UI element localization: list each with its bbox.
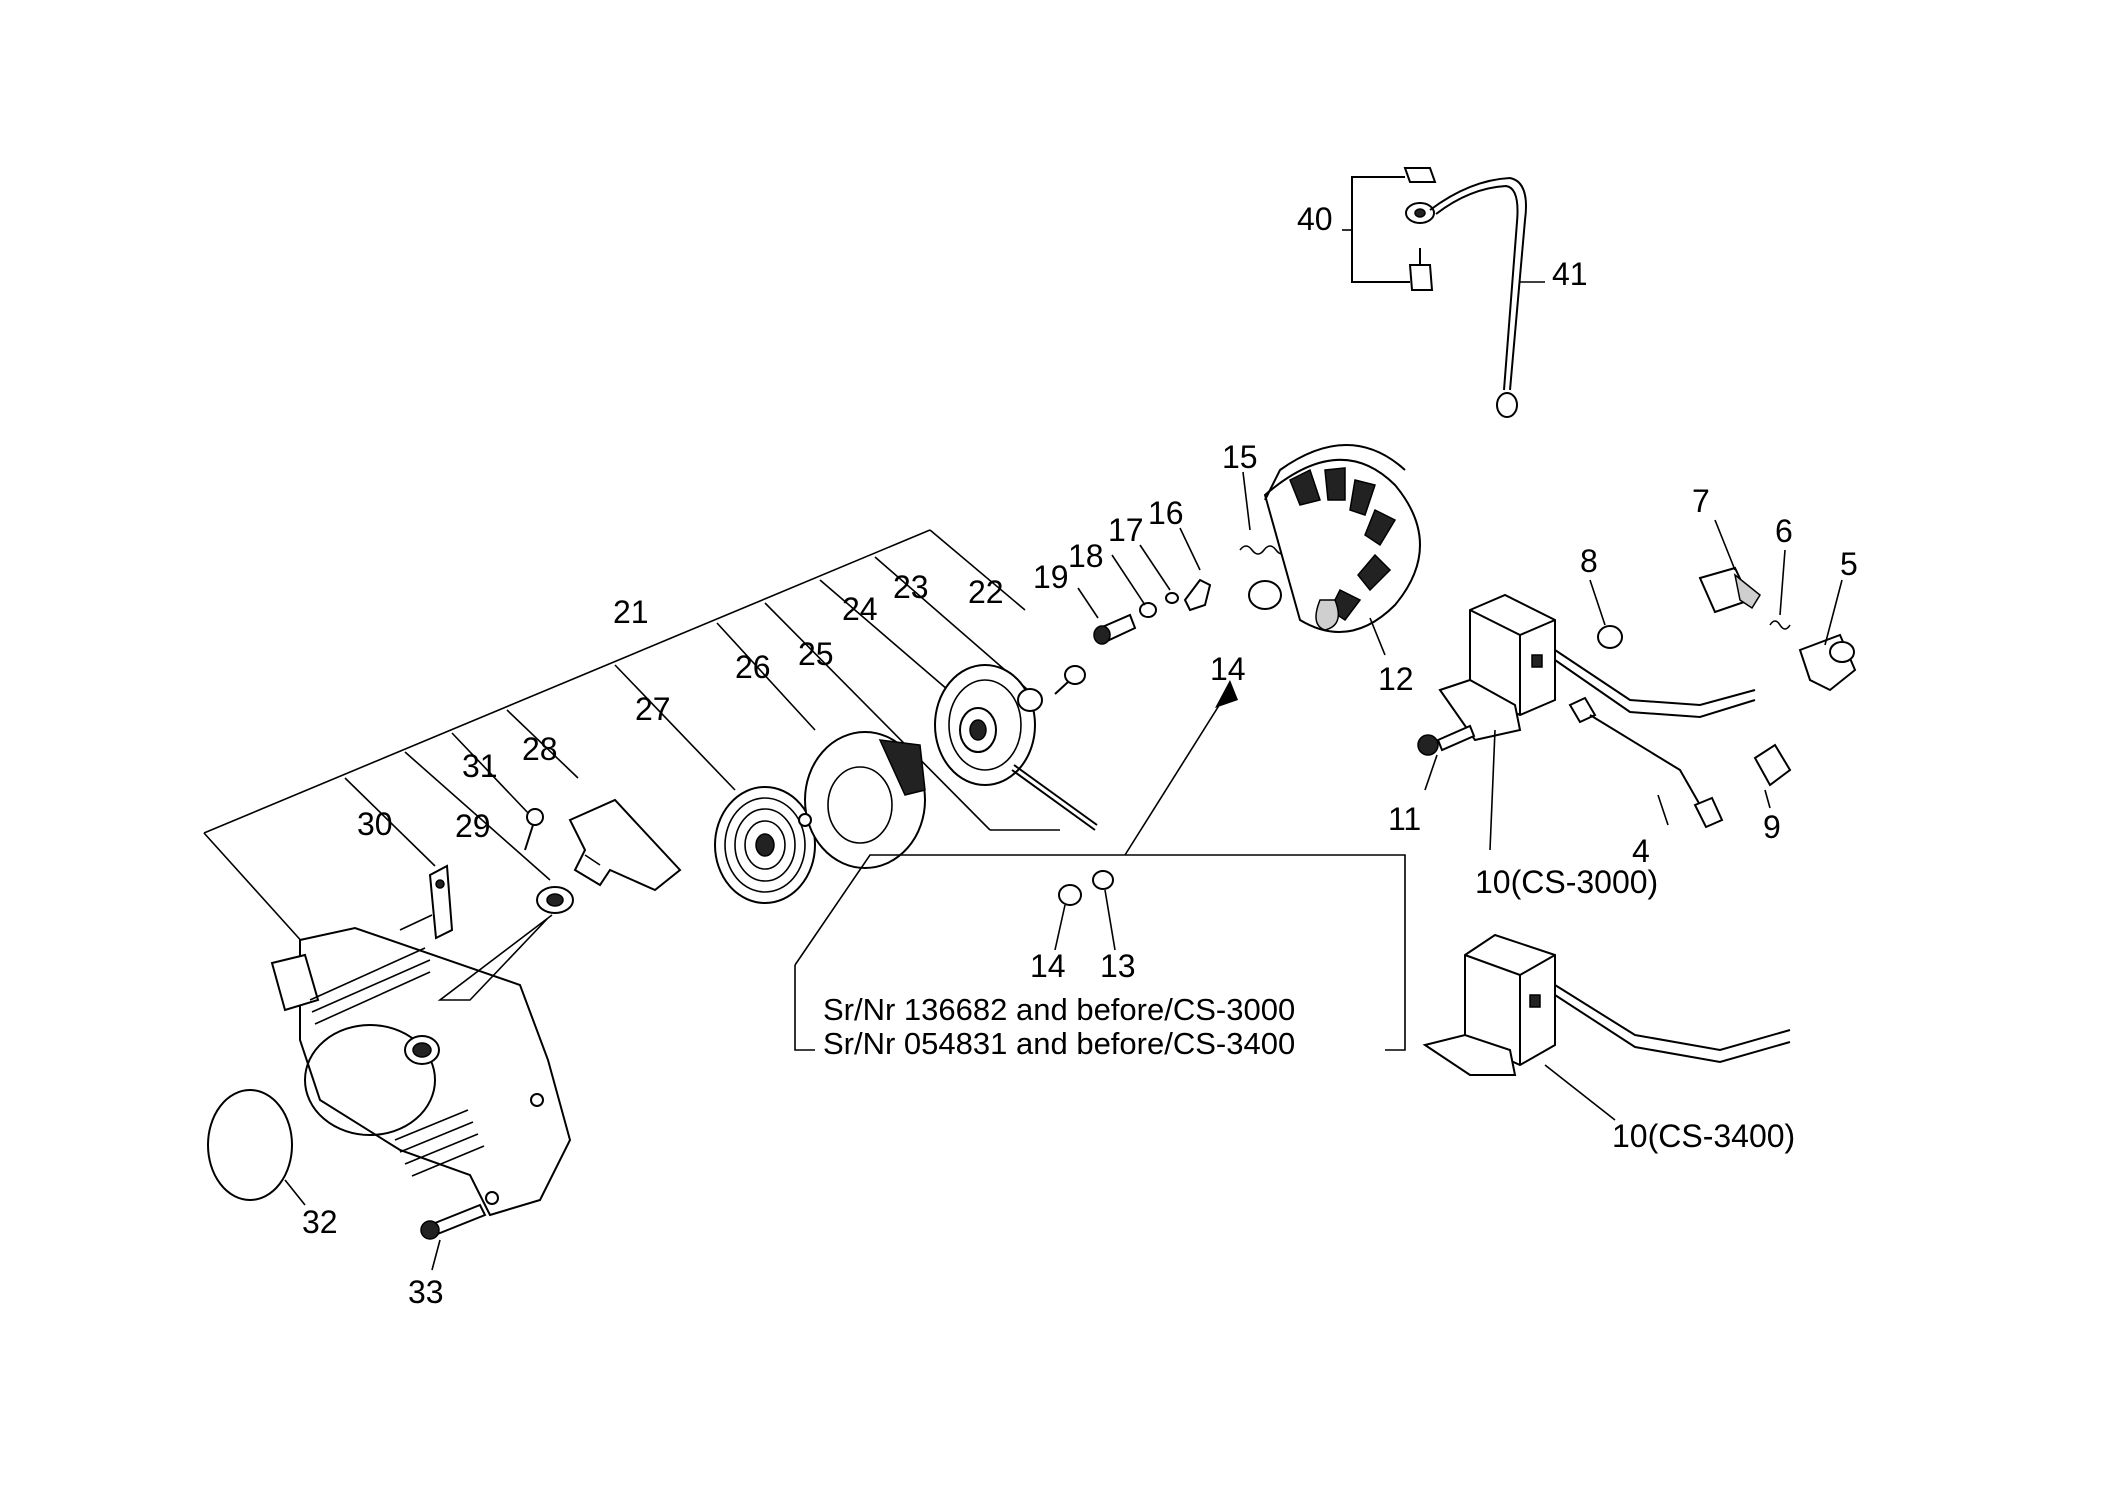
part-22-screw bbox=[1054, 665, 1086, 695]
label-32: 32 bbox=[302, 1204, 338, 1240]
label-18: 18 bbox=[1068, 538, 1104, 574]
label-33: 33 bbox=[408, 1274, 444, 1310]
inset-box bbox=[794, 680, 1406, 1051]
starter-cover bbox=[270, 926, 572, 1217]
part-17-washer bbox=[1165, 592, 1179, 604]
part-19-bolt bbox=[1093, 613, 1137, 645]
label-19: 19 bbox=[1033, 559, 1069, 595]
label-30: 30 bbox=[357, 806, 393, 842]
label-6: 6 bbox=[1775, 513, 1793, 549]
label-17: 17 bbox=[1108, 512, 1144, 548]
part-31-screw bbox=[524, 808, 544, 851]
part-29-guide bbox=[437, 886, 574, 1001]
part-8-washer bbox=[1597, 625, 1623, 649]
part-40-set bbox=[1351, 167, 1437, 291]
part-10-coil-cs3400 bbox=[1422, 933, 1791, 1076]
part-12-flywheel bbox=[1263, 444, 1421, 633]
part-16-pawl bbox=[1183, 578, 1212, 612]
label-14-inset: 14 bbox=[1030, 948, 1066, 984]
serial-note: Sr/Nr 136682 and before/CS-3000 Sr/Nr 05… bbox=[823, 992, 1295, 1061]
label-10-cs3400: 10(CS-3400) bbox=[1612, 1118, 1795, 1154]
label-40: 40 bbox=[1297, 201, 1333, 237]
serial-note-line-1: Sr/Nr 136682 and before/CS-3000 bbox=[823, 992, 1295, 1027]
part-6-spring bbox=[1769, 620, 1791, 630]
label-16: 16 bbox=[1148, 495, 1184, 531]
label-5: 5 bbox=[1840, 546, 1858, 582]
label-21: 21 bbox=[613, 594, 649, 630]
part-23-washer bbox=[1017, 688, 1043, 712]
label-24: 24 bbox=[842, 591, 878, 627]
part-26-case bbox=[798, 731, 926, 869]
label-26: 26 bbox=[735, 649, 771, 685]
part-25-rope bbox=[1011, 769, 1096, 831]
leader-lines bbox=[1077, 229, 1843, 1121]
part-27-spring bbox=[714, 786, 816, 904]
part-30 bbox=[399, 864, 454, 940]
label-10-cs3000: 10(CS-3000) bbox=[1475, 864, 1658, 900]
part-10-coil-cs3000 bbox=[1438, 593, 1756, 742]
label-15: 15 bbox=[1222, 439, 1258, 475]
part-5-cap bbox=[1798, 633, 1857, 692]
label-12: 12 bbox=[1378, 661, 1414, 697]
part-24-pulley bbox=[934, 664, 1036, 786]
label-29: 29 bbox=[455, 808, 491, 844]
label-9: 9 bbox=[1763, 809, 1781, 845]
label-28: 28 bbox=[522, 731, 558, 767]
part-41-wire bbox=[1429, 176, 1527, 418]
bracket-21 bbox=[203, 529, 1060, 946]
label-27: 27 bbox=[635, 691, 671, 727]
part-18-washer bbox=[1139, 602, 1157, 618]
label-13-inset: 13 bbox=[1100, 948, 1136, 984]
serial-note-line-2: Sr/Nr 054831 and before/CS-3400 bbox=[823, 1026, 1295, 1061]
label-8: 8 bbox=[1580, 543, 1598, 579]
label-23: 23 bbox=[893, 569, 929, 605]
label-14-flywheel: 14 bbox=[1210, 651, 1246, 687]
label-31: 31 bbox=[462, 748, 498, 784]
label-7: 7 bbox=[1692, 483, 1710, 519]
part-33-screw bbox=[420, 1203, 487, 1271]
part-14-nut bbox=[1248, 580, 1282, 610]
part-11-bolt bbox=[1417, 724, 1476, 756]
part-32-seal bbox=[207, 1089, 293, 1201]
label-22: 22 bbox=[968, 574, 1004, 610]
label-41: 41 bbox=[1552, 256, 1588, 292]
part-7-spark-plug bbox=[1698, 566, 1761, 614]
part-28-handle bbox=[568, 798, 682, 892]
part-9-grommet bbox=[1753, 743, 1792, 787]
label-4: 4 bbox=[1632, 833, 1650, 869]
part-4-lead bbox=[1568, 696, 1724, 829]
part-15-spring bbox=[1239, 545, 1289, 555]
label-11: 11 bbox=[1388, 801, 1421, 837]
callout-labels: 40 41 15 16 17 18 19 22 23 24 21 26 25 2… bbox=[302, 201, 1858, 1310]
label-25: 25 bbox=[798, 636, 834, 672]
